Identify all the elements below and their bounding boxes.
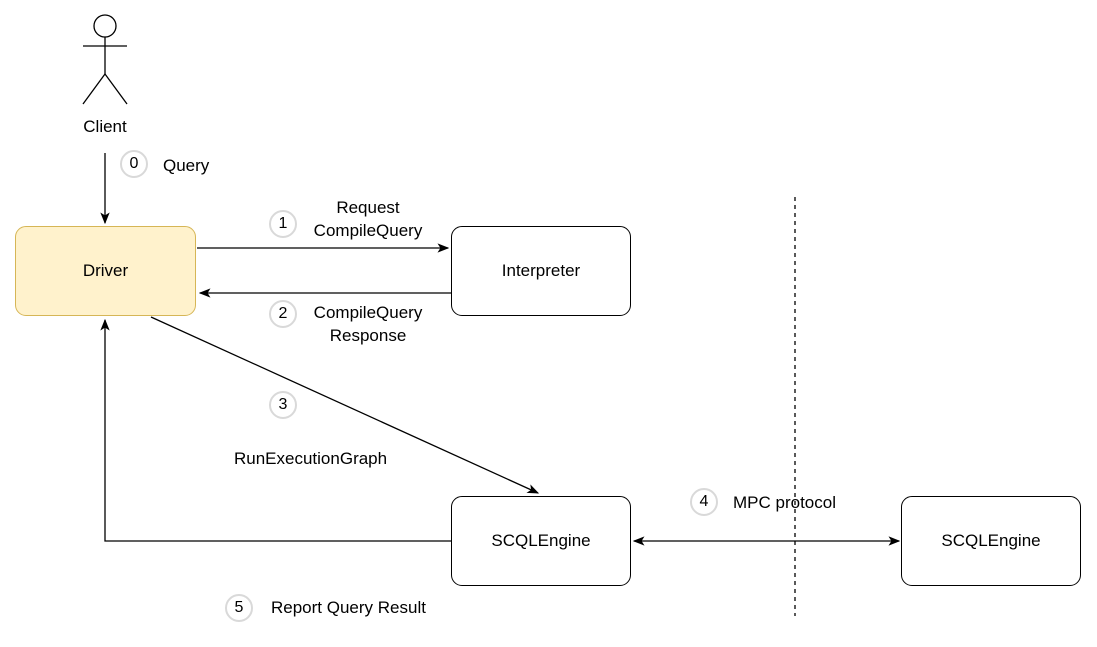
step-badge-2: 2 [269,300,297,328]
driver-label: Driver [82,261,129,280]
client-actor-icon [82,14,128,105]
scqlengine-left-node: SCQLEngine [451,496,631,586]
step-badge-3: 3 [269,391,297,419]
scqlengine-left-label: SCQLEngine [491,531,591,550]
run-execution-graph-arrow [150,316,540,494]
step-badge-0: 0 [120,150,148,178]
report-result-arrow [100,318,451,542]
client-label: Client [83,117,127,136]
step-label-4: MPC protocol [733,493,836,512]
step-label-1: Request CompileQuery [313,198,423,240]
step-label-0: Query [163,156,210,175]
step-label-2: CompileQuery Response [313,303,423,345]
step-label-5: Report Query Result [271,598,426,617]
scqlengine-right-node: SCQLEngine [901,496,1081,586]
driver-node: Driver [15,226,196,316]
step-label-3: RunExecutionGraph [234,449,388,468]
scqlengine-right-label: SCQLEngine [941,531,1041,550]
interpreter-label: Interpreter [501,261,581,280]
step-badge-1: 1 [269,210,297,238]
interpreter-node: Interpreter [451,226,631,316]
step-badge-4: 4 [690,488,718,516]
step-badge-5: 5 [225,594,253,622]
